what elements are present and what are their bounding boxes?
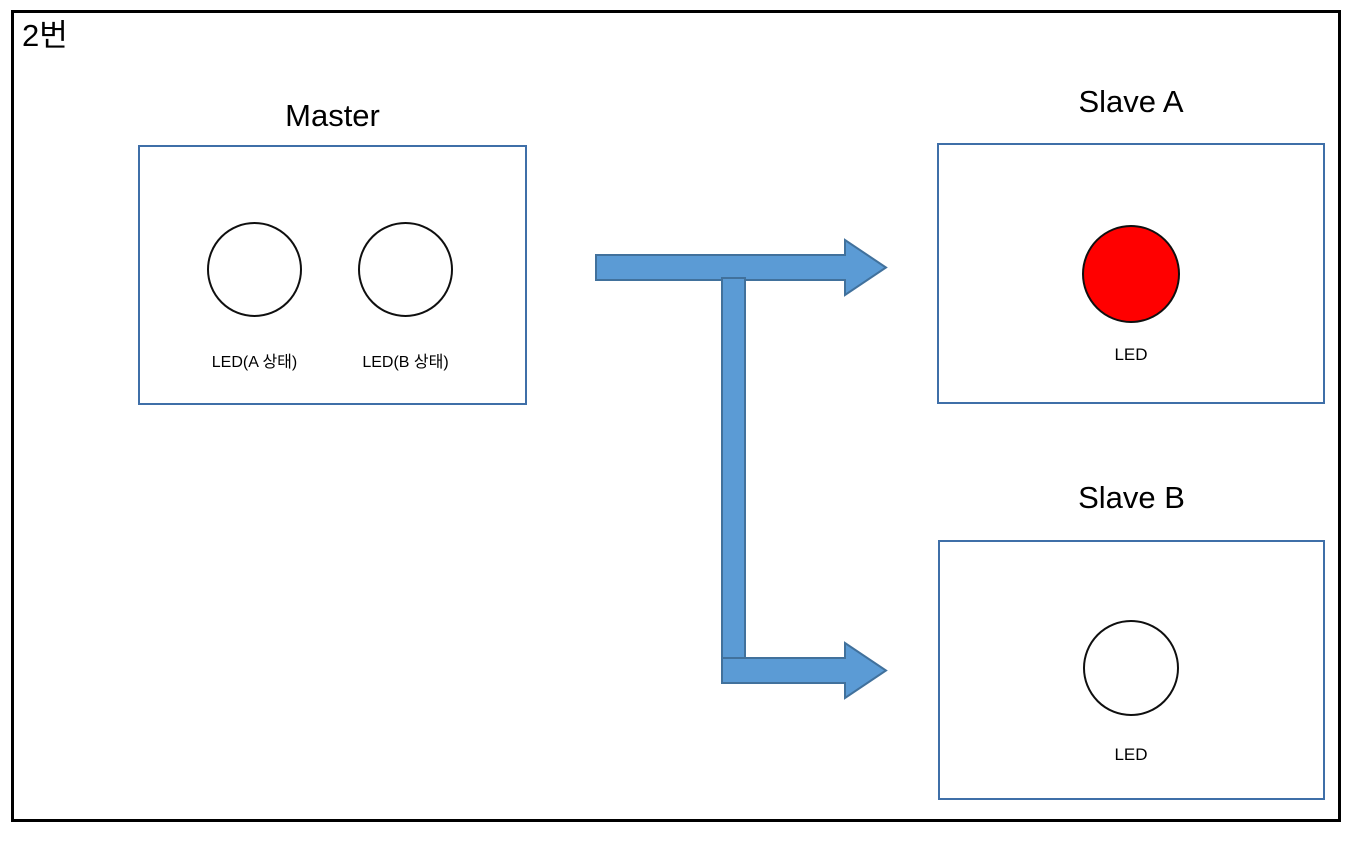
slave-a-led-label: LED: [1114, 345, 1148, 364]
slave-a-caption: Slave A: [1078, 84, 1184, 119]
master-led-b-label: LED(B 상태): [362, 354, 449, 371]
slave-b-caption: Slave B: [1078, 480, 1185, 515]
master-led-a-label: LED(A 상태): [211, 354, 298, 371]
master-led-b-indicator[interactable]: [358, 222, 453, 317]
master-box[interactable]: [138, 145, 527, 405]
page-title: 2번: [22, 18, 68, 53]
slave-b-led-indicator[interactable]: [1083, 620, 1179, 716]
master-caption: Master: [285, 98, 380, 133]
slave-b-led-label: LED: [1114, 745, 1148, 764]
slave-a-led-indicator[interactable]: [1082, 225, 1180, 323]
master-led-a-indicator[interactable]: [207, 222, 302, 317]
